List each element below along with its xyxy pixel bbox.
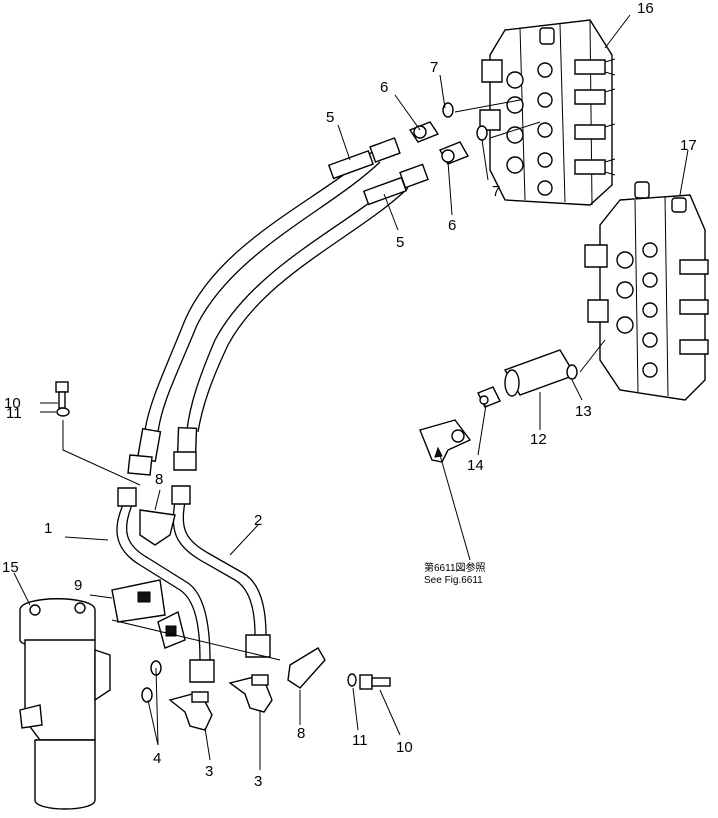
connector-6-upper [408,121,440,143]
hose-5-upper [127,137,401,476]
elbow-3-left [168,691,213,731]
filter-15 [19,598,111,810]
connector-6-lower [438,141,470,165]
callout-7-upper: 7 [430,59,438,76]
bracket-9 [111,579,186,649]
callout-2: 2 [254,512,262,529]
callout-10-upper: 10 [4,395,21,412]
callout-11-upper: 11 [6,405,22,422]
callout-5-lower: 5 [396,234,404,251]
o-ring-7-lower [476,125,488,141]
callout-8-lower: 8 [297,725,305,742]
washer-11-lower [347,673,357,687]
callout-12: 12 [530,431,547,448]
tube-2 [171,485,271,658]
tube-1 [116,487,215,683]
washer-11-upper [56,407,70,417]
o-ring-4-lower [141,687,153,703]
callout-11-lower: 11 [352,732,368,749]
clamp-8-upper [139,509,176,546]
elbow-3-right [228,674,273,713]
callout-15: 15 [2,559,19,576]
o-ring-7-upper [442,102,454,118]
callout-14: 14 [467,457,484,474]
callout-7-lower: 7 [492,183,500,200]
o-ring-13 [566,364,578,380]
callout-6-upper: 6 [380,79,388,96]
adapter-12 [503,349,577,397]
fitting-14 [477,386,501,408]
reference-arrow [437,447,471,561]
callout-5-upper: 5 [326,109,334,126]
control-valve-17 [584,181,709,401]
callout-16: 16 [637,0,654,17]
callout-4: 4 [153,750,161,767]
callout-3-left: 3 [205,763,213,780]
callout-17: 17 [680,137,697,154]
bolt-10-upper [55,381,69,409]
callout-6-lower: 6 [448,217,456,234]
hose-5-lower [173,163,429,471]
elbow-fitting [419,419,472,463]
callout-13: 13 [575,403,592,420]
callout-9: 9 [74,577,82,594]
callout-10-lower: 10 [396,739,413,756]
leader-lines [13,14,689,770]
bolt-10-lower [359,674,391,690]
callout-8-upper: 8 [155,471,163,488]
callout-1: 1 [44,520,52,537]
callout-3-right: 3 [254,773,262,790]
reference-note-english: See Fig.6611 [424,575,483,586]
clamp-8-lower [287,647,326,689]
control-valve-16 [479,19,616,206]
reference-note-japanese: 第6611図参照 [424,561,486,574]
